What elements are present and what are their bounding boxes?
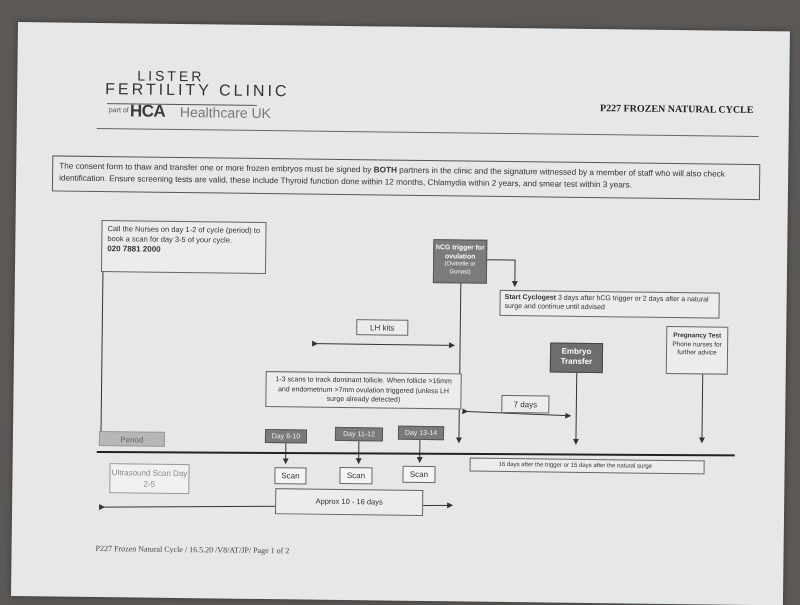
- embryo-transfer-box: Embryo Transfer: [550, 343, 603, 374]
- day-box-13-14: Day 13-14: [398, 426, 444, 441]
- day-box-8-10: Day 8-10: [265, 429, 307, 444]
- approx-days-box: Approx 10 - 16 days: [275, 488, 423, 516]
- arrow-lh-kits: [317, 344, 454, 346]
- hcg-title: hCG trigger for ovulation: [436, 244, 485, 260]
- period-box: Period: [99, 431, 165, 447]
- arrow-hcg-cyclogest: [487, 260, 515, 286]
- pregnancy-text: Phone nurses for further advice: [672, 341, 722, 357]
- vline-pregnancy: [702, 374, 703, 442]
- cyclogest-box: Start Cyclogest 3 days after hCG trigger…: [499, 290, 719, 319]
- sixteen-days-box: 16 days after the trigger or 15 days aft…: [470, 458, 705, 475]
- cyclogest-title: Start Cyclogest: [505, 294, 556, 302]
- hcg-trigger-box: hCG trigger for ovulation (Ovitrelle or …: [433, 239, 488, 284]
- pregnancy-test-box: Pregnancy Test Phone nurses for further …: [666, 326, 729, 375]
- phone-number: 020 7881 2000: [107, 244, 160, 254]
- scan-box-2: Scan: [339, 467, 372, 484]
- follicle-scans-box: 1-3 scans to track dominant follicle. Wh…: [265, 371, 461, 409]
- scan-box-1: Scan: [274, 467, 306, 484]
- day-box-11-12: Day 11-12: [335, 427, 383, 442]
- vline-hcg: [459, 283, 461, 442]
- ultrasound-scan-box: Ultrasound Scan Day 2-5: [109, 463, 189, 494]
- hcg-sub: (Ovitrelle or Gonasi): [445, 261, 476, 275]
- document-page: LISTER FERTILITY CLINIC part of HCA Heal…: [11, 22, 790, 605]
- call-nurses-text: Call the Nurses on day 1-2 of cycle (per…: [107, 224, 260, 245]
- scan-box-3: Scan: [402, 466, 435, 483]
- pregnancy-title: Pregnancy Test: [673, 332, 721, 340]
- call-nurses-box: Call the Nurses on day 1-2 of cycle (per…: [101, 220, 267, 274]
- lh-kits-box: LH kits: [356, 319, 408, 336]
- vline-left: [101, 272, 103, 431]
- seven-days-box: 7 days: [501, 395, 549, 414]
- vline-embryo: [576, 373, 577, 444]
